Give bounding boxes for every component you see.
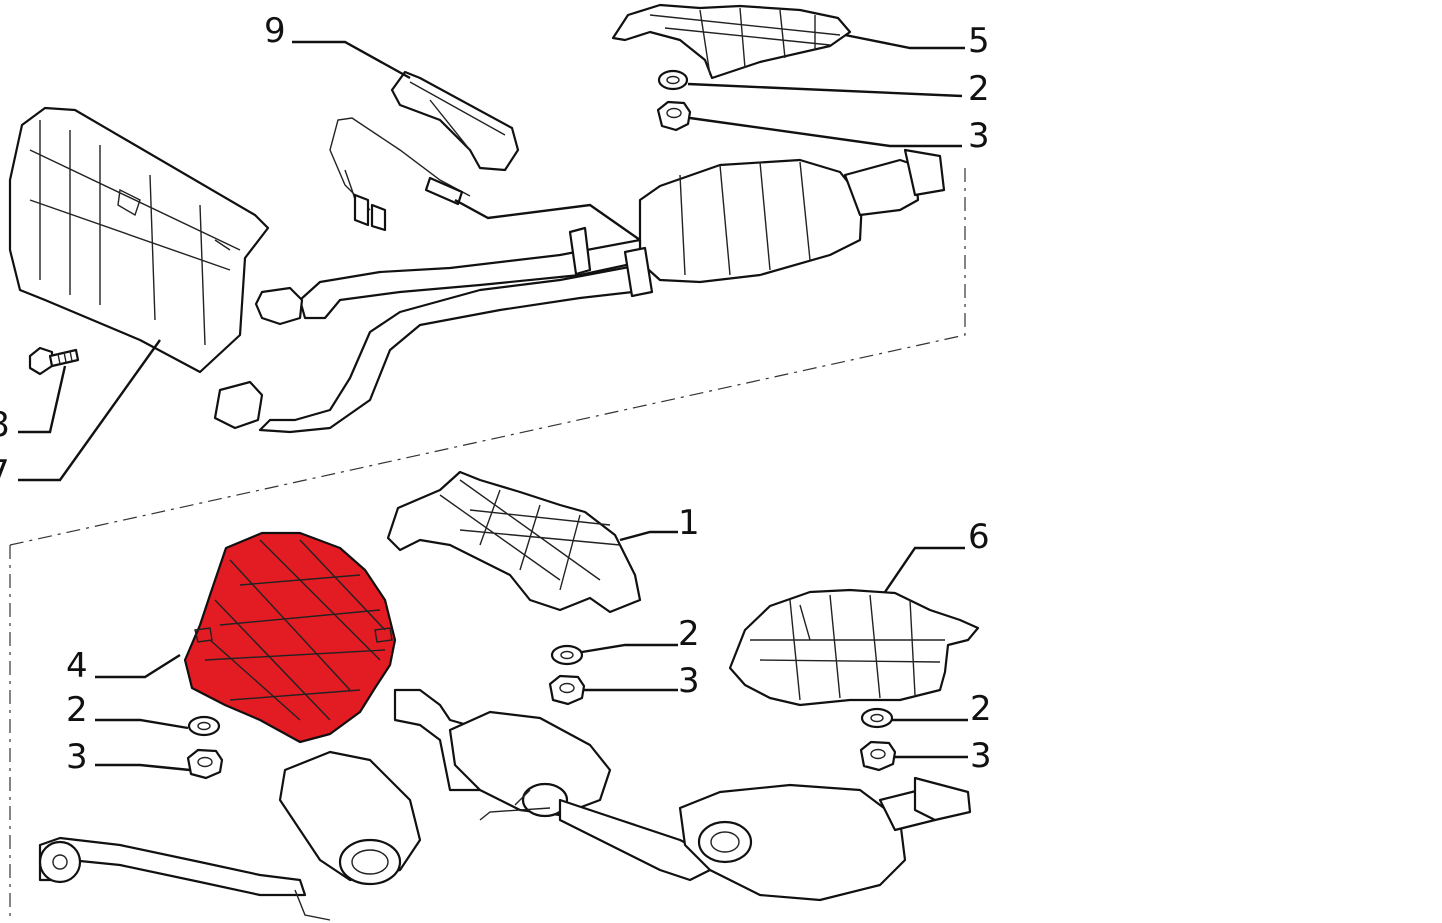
catalytic-converter — [638, 148, 946, 284]
callout-9: 9 — [264, 11, 286, 51]
leader-3-left — [95, 763, 191, 772]
heat-shield-4 — [183, 531, 397, 744]
leader-2-top — [687, 82, 963, 98]
washer-2-right — [860, 707, 894, 729]
leader-5 — [844, 33, 965, 50]
upper-assembly-frame — [9, 168, 966, 546]
callout-2-right: 2 — [970, 689, 992, 729]
callout-4: 4 — [66, 646, 88, 686]
washer-2-left — [187, 715, 221, 737]
callout-2-top: 2 — [968, 69, 990, 109]
heat-shield-1 — [386, 470, 642, 614]
nut-3-left — [186, 748, 224, 780]
callout-6: 6 — [968, 517, 990, 557]
leader-3-top — [689, 116, 962, 148]
nut-3-top — [656, 100, 692, 132]
callout-5: 5 — [968, 21, 990, 61]
callout-2-mid: 2 — [678, 614, 700, 654]
leader-8 — [18, 365, 67, 434]
callout-3-right: 3 — [970, 736, 992, 776]
front-pipes — [213, 226, 654, 434]
leader-7 — [18, 339, 161, 482]
leader-2-mid — [581, 643, 678, 654]
washer-2-top — [657, 69, 689, 91]
callout-1: 1 — [678, 503, 700, 543]
heat-shield-9 — [390, 70, 520, 172]
leader-lines — [18, 33, 968, 772]
leader-1 — [619, 530, 678, 542]
heat-shield-6 — [728, 588, 980, 707]
heat-shield-5 — [611, 3, 852, 80]
callout-3-mid: 3 — [678, 661, 700, 701]
nut-3-right — [859, 740, 897, 772]
leader-sensor — [454, 198, 641, 241]
callout-7: 7 — [0, 453, 10, 493]
leader-4 — [95, 653, 181, 679]
leader-2-left — [95, 718, 189, 730]
bolt-8 — [28, 346, 80, 376]
rear-exhaust — [38, 688, 972, 921]
leader-9 — [292, 40, 411, 80]
callout-3-top: 3 — [968, 116, 990, 156]
callout-8: 8 — [0, 405, 10, 445]
callout-2-left: 2 — [66, 690, 88, 730]
washer-2-mid — [550, 644, 584, 666]
heat-shield-7 — [8, 106, 270, 374]
callout-3-left: 3 — [66, 737, 88, 777]
callout-labels: 9 5 2 3 8 7 1 6 2 3 4 2 3 2 3 — [0, 11, 992, 777]
lambda-sensor — [329, 117, 471, 232]
nut-3-mid — [548, 674, 586, 706]
leader-6 — [884, 546, 965, 593]
